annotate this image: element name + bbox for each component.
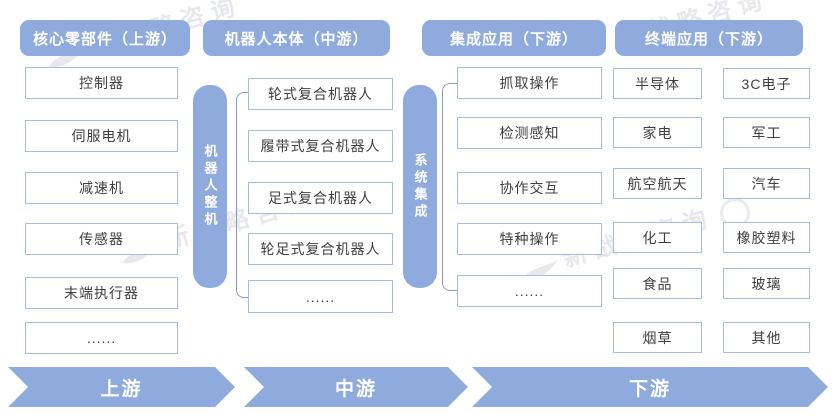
item-home-appliance: 家电: [613, 117, 702, 148]
item-ellipsis: ......: [25, 322, 178, 354]
item-ellipsis: ......: [457, 275, 602, 307]
item-rubber-plastics: 橡胶塑料: [723, 222, 810, 253]
item-ellipsis: ......: [248, 280, 393, 313]
item-chemical: 化工: [613, 222, 702, 253]
item-aerospace: 航空航天: [613, 168, 702, 199]
item-special-operation: 特种操作: [457, 223, 602, 255]
header-robot-body: 机器人本体（中游）: [203, 20, 390, 56]
item-3c-electronics: 3C电子: [723, 68, 810, 99]
side-label-robot-complete-machine: 机器人整机: [193, 85, 227, 288]
item-grasping-operation: 抓取操作: [457, 67, 602, 99]
bracket-robot-body: [236, 92, 248, 298]
flow-arrow-upstream: 上游: [8, 367, 235, 407]
item-end-effector: 末端执行器: [25, 277, 178, 309]
item-glass: 玻璃: [723, 268, 810, 299]
flow-arrow-downstream: 下游: [472, 367, 828, 407]
item-food: 食品: [613, 268, 702, 299]
item-military: 军工: [723, 117, 810, 148]
item-detection-perception: 检测感知: [457, 117, 602, 149]
item-wheeled-composite-robot: 轮式复合机器人: [248, 78, 393, 110]
item-legged-composite-robot: 足式复合机器人: [248, 182, 393, 214]
header-end-apps: 终端应用（下游）: [615, 20, 803, 56]
item-servo-motor: 伺服电机: [25, 120, 178, 152]
item-reducer: 减速机: [25, 172, 178, 204]
flow-arrow-midstream: 中游: [244, 367, 468, 407]
item-tracked-composite-robot: 履带式复合机器人: [248, 130, 393, 162]
item-automotive: 汽车: [723, 168, 810, 199]
bracket-integrated-apps: [442, 83, 457, 291]
header-core-components: 核心零部件（上游）: [20, 20, 190, 56]
item-wheel-leg-composite-robot: 轮足式复合机器人: [248, 233, 393, 265]
item-controller: 控制器: [25, 67, 178, 99]
item-tobacco: 烟草: [613, 322, 702, 353]
item-sensor: 传感器: [25, 223, 178, 255]
header-integrated-apps: 集成应用（下游）: [422, 20, 606, 56]
item-collaborative-interaction: 协作交互: [457, 172, 602, 204]
item-semiconductor: 半导体: [613, 68, 702, 99]
side-label-system-integration: 系统集成: [403, 85, 437, 288]
item-other: 其他: [723, 322, 810, 353]
